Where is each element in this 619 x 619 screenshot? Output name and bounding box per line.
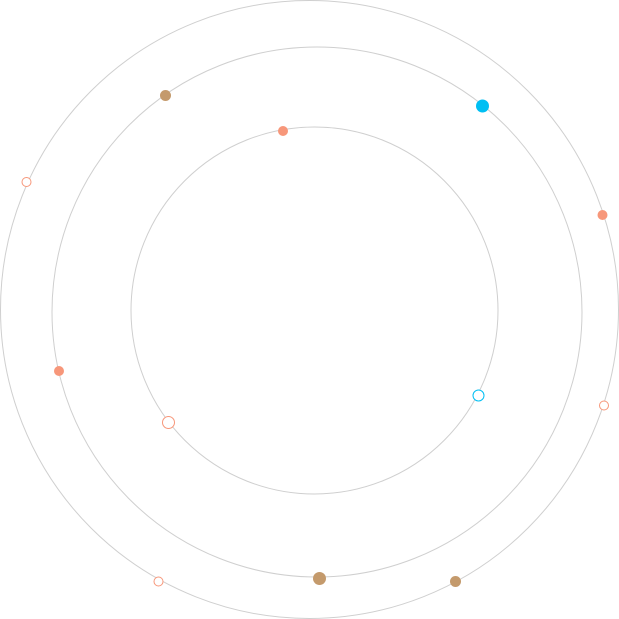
outer-orbit-dot: [450, 576, 461, 587]
outer-orbit-dot: [597, 210, 608, 220]
inner-orbit-dot: [278, 126, 288, 136]
outer-orbit-dot: [153, 576, 164, 587]
middle-orbit-dot: [313, 572, 326, 585]
middle-orbit-dot: [160, 90, 171, 101]
outer-orbit-dot: [599, 400, 609, 411]
inner-orbit-ring: [130, 126, 499, 495]
inner-orbit-dot: [472, 389, 485, 402]
outer-orbit-dot: [21, 177, 32, 187]
middle-orbit-dot: [476, 99, 489, 113]
middle-orbit-dot: [54, 366, 64, 376]
inner-orbit-dot: [162, 416, 175, 429]
